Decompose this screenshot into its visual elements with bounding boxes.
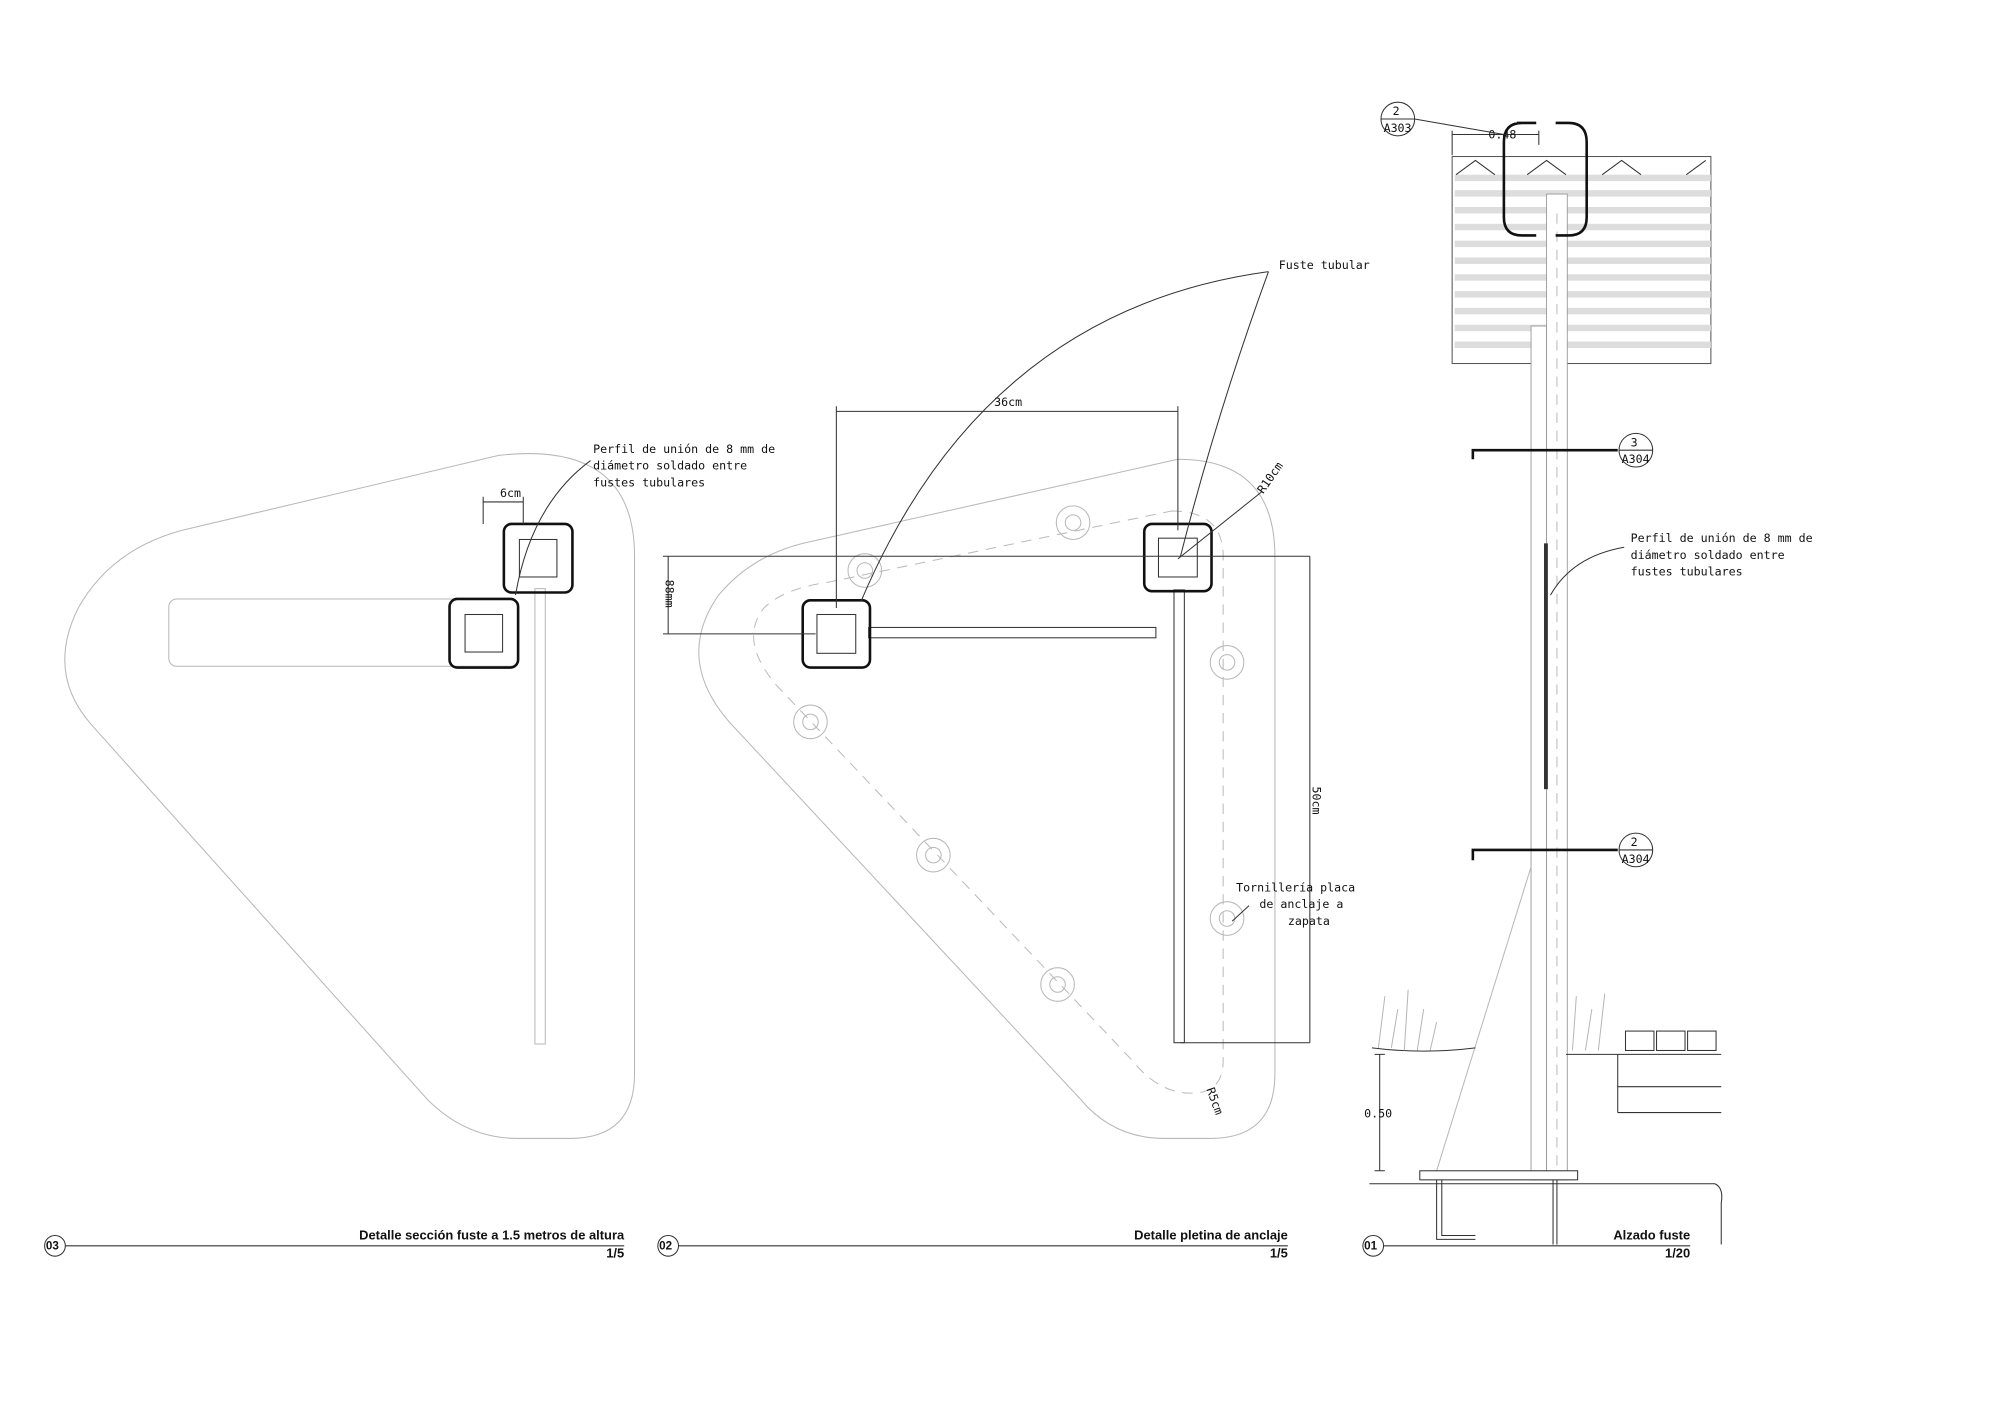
inner-dashed-outline [753, 510, 1224, 1094]
note-line: fustes tubulares [1631, 565, 1743, 579]
svg-text:03: 03 [46, 1240, 59, 1253]
base-plate-outline [64, 453, 636, 1139]
tube-leaders [860, 271, 1269, 602]
view-03-section: 6cm Perfil de unión de 8 mm de diámetro … [64, 442, 775, 1139]
tube-section-2 [448, 597, 520, 669]
anchor-plate [1419, 1170, 1579, 1181]
svg-text:A304: A304 [1622, 852, 1650, 866]
leader-line [515, 460, 591, 596]
svg-text:1/5: 1/5 [606, 1245, 624, 1260]
svg-text:1/20: 1/20 [1665, 1245, 1690, 1260]
svg-text:A304: A304 [1622, 452, 1650, 466]
tube-section-2 [1142, 522, 1213, 593]
grass [1377, 989, 1606, 1051]
dim-50cm: 50cm [1309, 787, 1323, 815]
note-line: diámetro soldado entre [1631, 548, 1785, 562]
bolt-label-line: Tornillería placa [1236, 880, 1355, 894]
dim-line-36cm [835, 406, 1179, 609]
radius-leader [1177, 491, 1263, 560]
dim-r5cm: R5cm [1204, 1086, 1227, 1117]
tube-inner-2 [464, 613, 504, 653]
svg-text:A303: A303 [1384, 121, 1412, 135]
ground-line [1371, 1047, 1618, 1055]
title-03: 03 Detalle sección fuste a 1.5 metros de… [44, 1227, 625, 1260]
ref-2-a303: 2 A303 [1380, 101, 1504, 137]
view-01-elevation: 0.48 2 A303 3 A304 2 A304 Perfil de unió… [1364, 101, 1813, 1245]
tube-inner-2 [1157, 537, 1198, 578]
vertical-bar [534, 588, 546, 1045]
dim-88mm: 88mm [663, 580, 677, 608]
horizontal-bar [868, 626, 1157, 639]
detail-callout [1502, 121, 1588, 237]
dim-r10cm: R10cm [1254, 459, 1286, 496]
ref-2-a304: 2 A304 [1471, 832, 1654, 868]
roof-corrugation [1455, 159, 1707, 176]
dim-050: 0.50 [1364, 1107, 1392, 1121]
title-01: 01 Alzado fuste 1/20 [1362, 1227, 1690, 1260]
bolt-label-line: zapata [1288, 914, 1330, 928]
anchor-bolts [1436, 1179, 1558, 1245]
svg-text:Detalle sección fuste a 1.5 me: Detalle sección fuste a 1.5 metros de al… [359, 1227, 625, 1242]
bolt-leader [1231, 905, 1250, 922]
svg-text:01: 01 [1364, 1240, 1377, 1253]
vertical-bar [1173, 589, 1185, 1044]
note-line: Perfil de unión de 8 mm de [593, 442, 775, 456]
anchor-plate-outline [698, 458, 1276, 1139]
svg-text:3: 3 [1631, 435, 1638, 449]
svg-text:1/5: 1/5 [1270, 1245, 1288, 1260]
bolts [793, 505, 1245, 1002]
roof-slats [1454, 174, 1711, 349]
svg-text:2: 2 [1393, 104, 1400, 118]
view-02-plate: 36cm 88mm 50cm R10cm R5cm Fuste tubular … [662, 258, 1370, 1139]
footing-line [1369, 1183, 1723, 1245]
profile-bar [168, 598, 519, 667]
tube-inner-1 [518, 538, 558, 578]
bolt-label-line: de anclaje a [1259, 897, 1343, 911]
tube-inner-1 [816, 613, 857, 654]
dim-line-88mm [662, 555, 1310, 635]
dim-line-50cm [1180, 556, 1311, 1044]
note-line: Perfil de unión de 8 mm de [1631, 531, 1813, 545]
brace-line [1436, 866, 1532, 1171]
title-02: 02 Detalle pletina de anclaje 1/5 [657, 1227, 1288, 1260]
label-fuste-tubular: Fuste tubular [1279, 258, 1370, 272]
tube-section-1 [502, 522, 574, 594]
joint-profile [1543, 543, 1548, 790]
dim-6cm: 6cm [500, 486, 521, 500]
joint-leader [1550, 546, 1625, 596]
svg-text:02: 02 [659, 1240, 672, 1253]
svg-text:Alzado fuste: Alzado fuste [1613, 1227, 1690, 1242]
note-line: fustes tubulares [593, 475, 705, 489]
note-line: diámetro soldado entre [593, 459, 747, 473]
svg-text:2: 2 [1631, 835, 1638, 849]
svg-text:Detalle pletina de anclaje: Detalle pletina de anclaje [1134, 1227, 1288, 1242]
ref-3-a304: 3 A304 [1471, 432, 1654, 468]
dim-line-050 [1374, 1053, 1385, 1172]
dim-line-048 [1451, 130, 1540, 156]
dimension-line [482, 496, 524, 524]
dim-36cm: 36cm [994, 395, 1022, 409]
paving-section [1617, 1030, 1722, 1114]
